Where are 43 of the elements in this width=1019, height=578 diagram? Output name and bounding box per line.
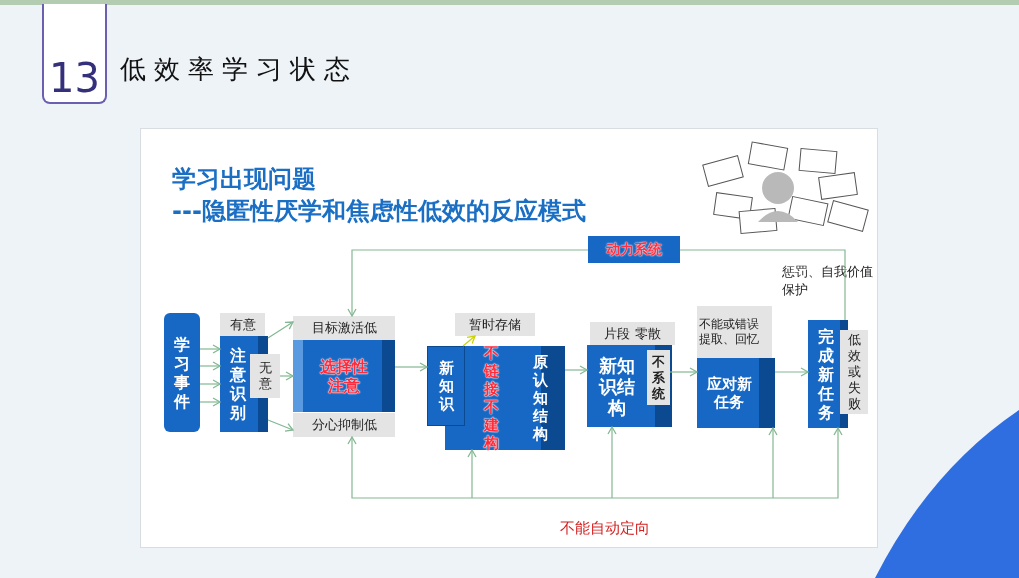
- arrow: [462, 335, 476, 347]
- box-text: 原认知结构: [532, 353, 549, 443]
- line-label: 不能自动定向: [560, 519, 650, 538]
- arrow: [199, 379, 221, 389]
- tag-box: 暂时存储: [455, 313, 535, 336]
- arrow: [267, 321, 294, 339]
- process-box: 新知识: [427, 346, 465, 426]
- process-box: 学习事件: [164, 313, 200, 432]
- tag-box: 有意: [220, 313, 265, 336]
- arrow: [669, 367, 698, 377]
- arrow: [199, 361, 221, 371]
- process-box: 应对新任务: [697, 358, 775, 428]
- process-box: 动力系统: [588, 236, 680, 263]
- tag-box: 不能或错误提取、回忆: [697, 306, 772, 358]
- tag-box: 分心抑制低: [293, 413, 395, 437]
- process-box: [587, 345, 672, 427]
- page-title: 低效率学习状态: [120, 53, 358, 86]
- note-text: 惩罚、自我价值保护: [782, 263, 874, 299]
- warning-text: 不链接不建构: [483, 344, 500, 452]
- arrow: [199, 397, 221, 407]
- subheading: ---隐匿性厌学和焦虑性低效的反应模式: [172, 196, 586, 227]
- process-box: 选择性注意: [293, 340, 395, 412]
- arrow: [267, 419, 294, 432]
- tag-box: 片段 零散: [590, 322, 675, 345]
- connector-line: [679, 249, 846, 321]
- tag-box: 目标激活低: [293, 316, 395, 340]
- arrow: [347, 436, 601, 499]
- arrow: [394, 362, 428, 372]
- arrow: [599, 427, 843, 499]
- page-number-tab: 13: [42, 4, 107, 104]
- heading: 学习出现问题: [172, 164, 316, 195]
- arrow: [467, 449, 477, 499]
- arrow: [199, 344, 221, 354]
- arrow: [607, 426, 617, 499]
- tag-box: 低效或失败: [840, 330, 868, 414]
- arrow: [279, 371, 294, 381]
- arrow: [774, 367, 809, 377]
- arrow: [347, 249, 589, 317]
- arrow: [768, 427, 778, 499]
- arrow: [564, 365, 588, 375]
- tag-box: 无意: [250, 354, 280, 398]
- box-text: 新知识结构: [597, 354, 636, 418]
- tag-box: 不系统: [647, 350, 670, 405]
